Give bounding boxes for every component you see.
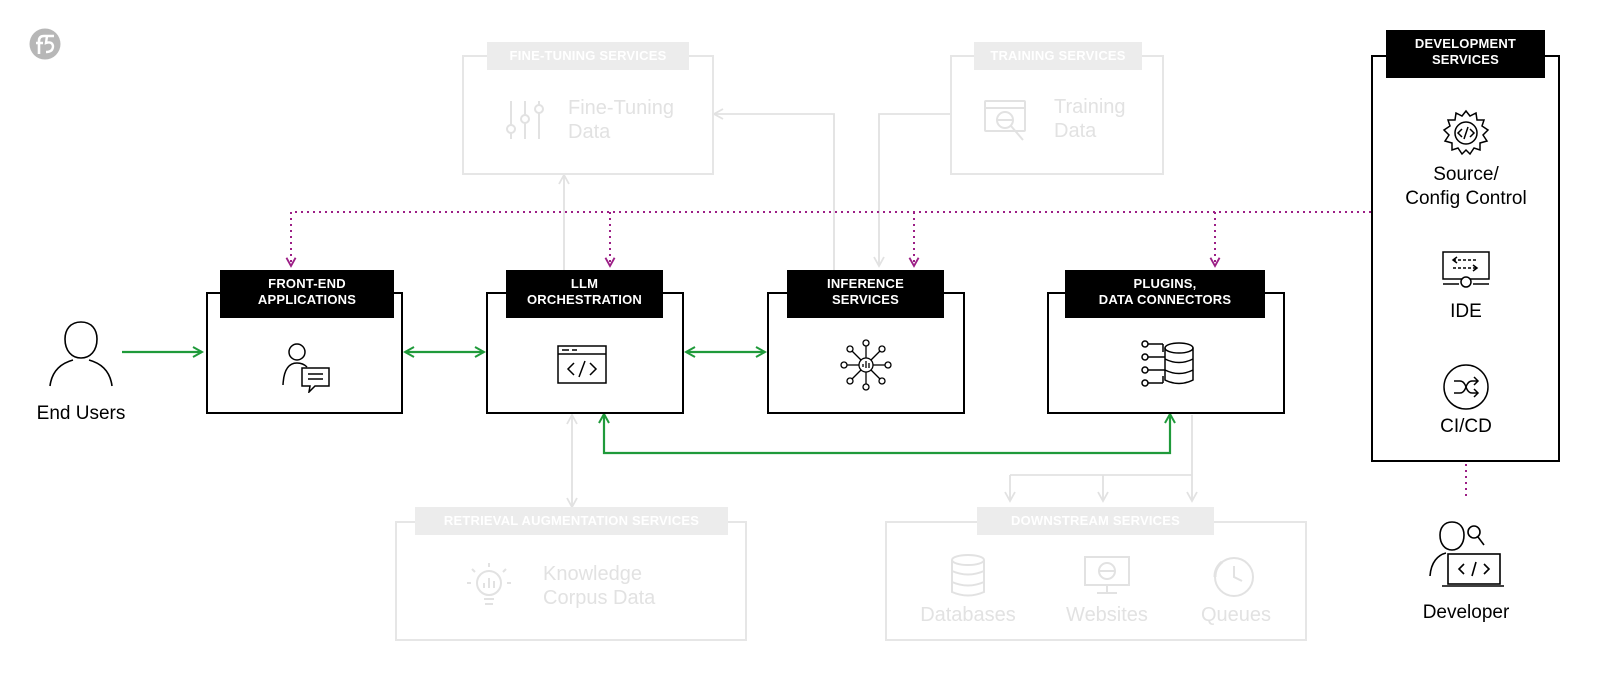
ide-monitor-icon: [1441, 250, 1491, 290]
databases-label: Databases: [920, 604, 1016, 626]
fine-tuning-data-text: Fine-Tuning Data: [568, 97, 674, 143]
training-to-inference-arrow: [873, 113, 950, 268]
clock-cycle-icon: [1210, 553, 1258, 601]
inference-to-fine-tuning-arrow: [712, 108, 835, 287]
sliders-icon: [503, 97, 547, 143]
database-connector-icon: [1141, 338, 1197, 390]
end-users-label: End Users: [36, 403, 126, 424]
websites-label: Websites: [1066, 604, 1148, 626]
llm-orchestration-title: LLM ORCHESTRATION: [506, 270, 663, 318]
lightbulb-chart-icon: [464, 561, 514, 611]
database-icon: [948, 553, 988, 599]
developer-label: Developer: [1422, 602, 1510, 623]
knowledge-corpus-data-text: Knowledge Corpus Data: [543, 563, 656, 609]
user-chat-icon: [281, 341, 331, 395]
plugins-data-connectors-title: PLUGINS, DATA CONNECTORS: [1065, 270, 1265, 318]
fine-tuning-services-title: FINE-TUNING SERVICES: [487, 42, 689, 70]
training-services-title: TRAINING SERVICES: [974, 42, 1142, 70]
retrieval-augmentation-services-title: RETRIEVAL AUGMENTATION SERVICES: [415, 507, 728, 535]
data-flow-arrows: [122, 352, 1170, 455]
shuffle-circle-icon: [1442, 363, 1490, 411]
user-icon: [48, 320, 114, 388]
source-config-control-label: Source/ Config Control: [1405, 164, 1527, 209]
faded-connectors: [558, 108, 1198, 509]
ide-label: IDE: [1450, 301, 1482, 322]
neural-network-icon: [839, 338, 893, 392]
gear-code-icon: [1442, 109, 1490, 157]
code-window-icon: [557, 345, 607, 385]
queues-label: Queues: [1200, 604, 1272, 626]
monitor-globe-icon: [1083, 555, 1131, 597]
globe-window-icon: [983, 97, 1031, 145]
downstream-services-title: DOWNSTREAM SERVICES: [977, 507, 1214, 535]
training-data-text: Training Data: [1054, 96, 1126, 142]
control-dotted-lines: [291, 211, 1467, 498]
f5-logo-icon: [28, 27, 62, 61]
inference-services-title: INFERENCE SERVICES: [787, 270, 944, 318]
development-services-title: DEVELOPMENT SERVICES: [1386, 30, 1545, 78]
developer-laptop-icon: [1428, 520, 1504, 592]
front-end-applications-title: FRONT-END APPLICATIONS: [220, 270, 394, 318]
llm-plugins-arrow: [604, 414, 1170, 455]
ci-cd-label: CI/CD: [1440, 416, 1492, 437]
